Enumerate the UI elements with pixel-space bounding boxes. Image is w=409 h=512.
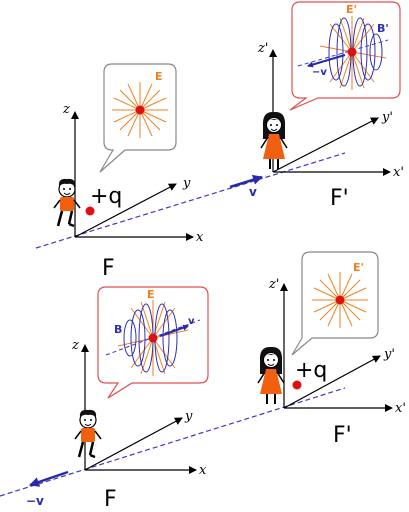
- thought-bubble-E-bottom: [291, 251, 379, 356]
- x-axis-label-Fprime-bottom: x': [395, 401, 406, 416]
- frame-label-F-bottom: F: [104, 487, 117, 512]
- trajectory-dashed-line-bottom: [0, 387, 346, 497]
- frame-F-top-axes: [71, 111, 194, 241]
- bubble-E-label-Fprime-bottom: E': [353, 261, 364, 274]
- thought-bubble-EB-bottom: [97, 286, 209, 399]
- B-field-loops-bottom: [123, 303, 178, 373]
- thought-bubble-EB-top: [289, 1, 401, 111]
- charge-dot-top: [85, 206, 95, 216]
- x-axis-label-F-top: x: [196, 230, 204, 245]
- y-axis-label-F-top: y: [182, 176, 191, 191]
- observer-boy-bottom: [74, 409, 102, 459]
- velocity-arrow-top: [229, 174, 263, 189]
- trajectory-dashed-line-top: [35, 152, 346, 249]
- frame-F-bottom-axes: [81, 344, 197, 474]
- bubble-velocity-label-Fprime-top: −v: [312, 67, 327, 78]
- bubble-E-label-F-bottom: E: [147, 288, 155, 301]
- y-axis-label-F-bottom: y: [184, 409, 193, 424]
- bubble-velocity-arrow-top: [307, 54, 346, 68]
- bubble-E-label-Fprime-top: E': [346, 3, 357, 16]
- y-axis-label-Fprime-top: y': [381, 110, 393, 125]
- B-field-loops-top: [328, 17, 383, 87]
- compressed-E-field-top: [319, 16, 387, 90]
- charge-label-top: +q: [90, 184, 122, 209]
- observer-girl-top: [260, 111, 288, 169]
- radial-E-field-bottom: [312, 272, 368, 328]
- radial-E-field-top: [112, 82, 168, 138]
- x-axis-label-Fprime-top: x': [393, 165, 404, 180]
- z-axis-label-Fprime-bottom: z': [268, 277, 279, 292]
- frame-label-F-top: F: [102, 256, 115, 281]
- frame-label-Fprime-top: F': [330, 186, 349, 211]
- observer-girl-bottom: [257, 346, 285, 404]
- velocity-label-bottom: −v: [26, 494, 44, 508]
- charge-dot-bottom: [292, 380, 302, 390]
- bubble-velocity-arrow-bottom: [159, 324, 189, 337]
- frame-label-Fprime-bottom: F': [333, 423, 352, 448]
- charge-label-bottom: +q: [295, 358, 327, 383]
- thought-bubble-E-top: [99, 63, 177, 173]
- z-axis-label-F-bottom: z: [71, 338, 79, 353]
- x-axis-label-F-bottom: x: [199, 463, 207, 478]
- bubble-B-label-Fprime-top: B': [377, 22, 389, 35]
- z-axis-label-F-top: z: [62, 102, 70, 117]
- velocity-label-top: v: [249, 185, 257, 199]
- bubble-E-label-top: E: [155, 70, 163, 83]
- observer-boy-top: [53, 178, 81, 228]
- bubble-velocity-label-F-bottom: v: [188, 316, 195, 327]
- y-axis-label-Fprime-bottom: y': [383, 347, 395, 362]
- frame-Fprime-bottom-axes: [280, 283, 393, 412]
- velocity-arrow-bottom: [29, 470, 69, 487]
- z-axis-label-Fprime-top: z': [257, 41, 268, 56]
- bubble-B-label-F-bottom: B: [114, 323, 122, 336]
